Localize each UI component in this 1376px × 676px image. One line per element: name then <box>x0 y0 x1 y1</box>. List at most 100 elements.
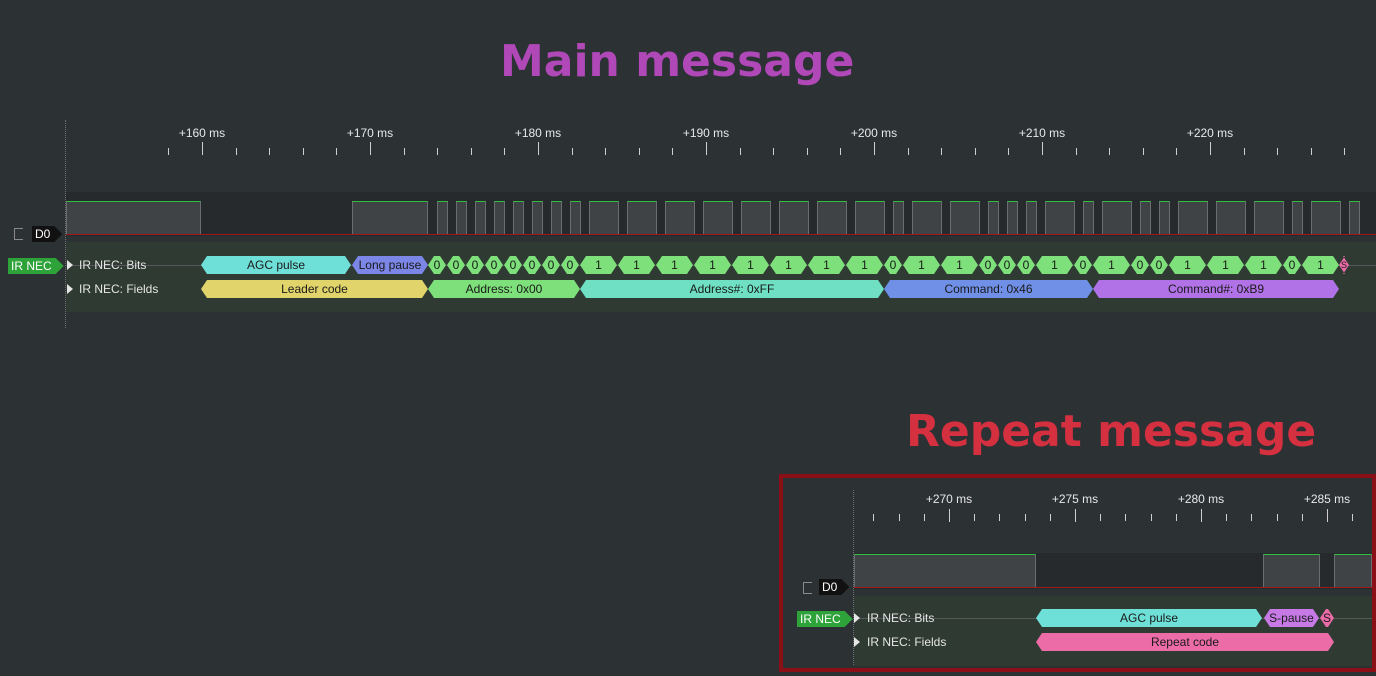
ruler-minor-tick <box>1277 148 1278 155</box>
agc-pulse-segment[interactable]: AGC pulse <box>201 256 351 274</box>
bit-segment[interactable]: 0 <box>466 256 484 274</box>
waveform-pulse <box>1026 201 1037 234</box>
ruler-minor-tick <box>471 148 472 155</box>
field-segment[interactable]: Command: 0x46 <box>884 280 1093 298</box>
ruler-minor-tick <box>1076 148 1077 155</box>
repeat-bits-expand-icon[interactable] <box>854 613 860 623</box>
ruler-major-tick <box>1042 142 1043 155</box>
ruler-minor-tick <box>1344 148 1345 155</box>
bit-segment[interactable]: 1 <box>732 256 769 274</box>
bit-segment[interactable]: 0 <box>428 256 446 274</box>
bit-segment[interactable]: 0 <box>504 256 522 274</box>
bit-segment[interactable]: 1 <box>808 256 845 274</box>
waveform-pulse <box>1102 201 1132 234</box>
repeat-time-ruler: +270 ms+275 ms+280 ms+285 ms <box>783 492 1372 532</box>
bits-row-label: IR NEC: Bits <box>79 258 147 272</box>
bit-segment[interactable]: 1 <box>1093 256 1130 274</box>
ruler-minor-tick <box>974 514 975 521</box>
fields-row-label: IR NEC: Fields <box>79 282 159 296</box>
repeat-ir-nec-analyzer-badge[interactable]: IR NEC <box>797 611 853 627</box>
bit-segment[interactable]: 1 <box>770 256 807 274</box>
bit-segment[interactable]: 0 <box>561 256 579 274</box>
bit-segment[interactable]: 1 <box>694 256 731 274</box>
bit-segment[interactable]: 1 <box>1207 256 1244 274</box>
ruler-minor-tick <box>1352 514 1353 521</box>
bit-segment[interactable]: 1 <box>1169 256 1206 274</box>
waveform-pulse <box>779 201 809 234</box>
repeat-code-field[interactable]: Repeat code <box>1036 633 1334 651</box>
waveform-pulse <box>494 201 505 234</box>
bit-segment[interactable]: 0 <box>884 256 902 274</box>
ruler-minor-tick <box>924 514 925 521</box>
waveform-pulse <box>1140 201 1151 234</box>
waveform-pulse <box>475 201 486 234</box>
ruler-label: +160 ms <box>178 126 226 140</box>
bit-segment[interactable]: 1 <box>1245 256 1282 274</box>
field-segment[interactable]: Leader code <box>201 280 428 298</box>
bit-segment[interactable]: 0 <box>485 256 503 274</box>
waveform-pulse <box>589 201 619 234</box>
ruler-major-tick <box>706 142 707 155</box>
bit-segment[interactable]: 1 <box>618 256 655 274</box>
bit-segment[interactable]: 1 <box>580 256 617 274</box>
bit-segment[interactable]: 1 <box>903 256 940 274</box>
repeat-channel-d0-label[interactable]: D0 <box>819 579 849 595</box>
field-segment[interactable]: Address: 0x00 <box>428 280 580 298</box>
bit-segment[interactable]: 1 <box>1036 256 1073 274</box>
ruler-minor-tick <box>168 148 169 155</box>
ir-nec-analyzer-badge[interactable]: IR NEC <box>8 258 64 274</box>
ruler-minor-tick <box>1008 148 1009 155</box>
field-segment[interactable]: Command#: 0xB9 <box>1093 280 1339 298</box>
bit-segment[interactable]: 0 <box>998 256 1016 274</box>
repeat-s-pause-segment[interactable]: S-pause <box>1264 609 1319 627</box>
stop-bit-segment[interactable]: S <box>1339 256 1349 274</box>
bit-segment[interactable]: 0 <box>447 256 465 274</box>
bit-segment[interactable]: 0 <box>1131 256 1149 274</box>
ruler-minor-tick <box>975 148 976 155</box>
bit-segment[interactable]: 0 <box>979 256 997 274</box>
field-segment[interactable]: Address#: 0xFF <box>580 280 884 298</box>
bit-segment[interactable]: 1 <box>941 256 978 274</box>
waveform-pulse <box>1292 201 1303 234</box>
bit-segment[interactable]: 0 <box>1074 256 1092 274</box>
waveform-pulse <box>950 201 980 234</box>
waveform-pulse <box>456 201 467 234</box>
bit-segment[interactable]: 0 <box>523 256 541 274</box>
ruler-minor-tick <box>236 148 237 155</box>
fields-expand-icon[interactable] <box>67 284 73 294</box>
repeat-stop-bit-segment[interactable]: S <box>1320 609 1334 627</box>
bit-segment[interactable]: 1 <box>656 256 693 274</box>
ruler-minor-tick <box>1151 514 1152 521</box>
waveform-pulse <box>1159 201 1170 234</box>
ruler-major-tick <box>1210 142 1211 155</box>
channel-d0-label[interactable]: D0 <box>32 226 62 242</box>
bit-segment[interactable]: 1 <box>1302 256 1339 274</box>
waveform-pulse <box>703 201 733 234</box>
long-pause-segment[interactable]: Long pause <box>352 256 428 274</box>
ruler-major-tick <box>1075 509 1076 522</box>
repeat-fields-expand-icon[interactable] <box>854 637 860 647</box>
repeat-bits-row-label: IR NEC: Bits <box>867 611 935 625</box>
ruler-minor-tick <box>1100 514 1101 521</box>
ruler-major-tick <box>949 509 950 522</box>
ruler-minor-tick <box>1302 514 1303 521</box>
ruler-label: +285 ms <box>1303 492 1351 506</box>
bit-segment[interactable]: 0 <box>1150 256 1168 274</box>
waveform-pulse <box>1349 201 1360 234</box>
ruler-label: +270 ms <box>925 492 973 506</box>
waveform-pulse <box>912 201 942 234</box>
waveform-baseline <box>66 234 1376 235</box>
bit-segment[interactable]: 0 <box>542 256 560 274</box>
bits-expand-icon[interactable] <box>67 260 73 270</box>
bit-segment[interactable]: 0 <box>1283 256 1301 274</box>
ruler-minor-tick <box>1277 514 1278 521</box>
ruler-minor-tick <box>999 514 1000 521</box>
waveform-pulse <box>352 201 428 234</box>
ruler-minor-tick <box>303 148 304 155</box>
waveform-baseline <box>854 587 1372 588</box>
ruler-minor-tick <box>672 148 673 155</box>
bit-segment[interactable]: 1 <box>846 256 883 274</box>
ruler-minor-tick <box>1226 514 1227 521</box>
repeat-agc-pulse-segment[interactable]: AGC pulse <box>1036 609 1262 627</box>
bit-segment[interactable]: 0 <box>1017 256 1035 274</box>
